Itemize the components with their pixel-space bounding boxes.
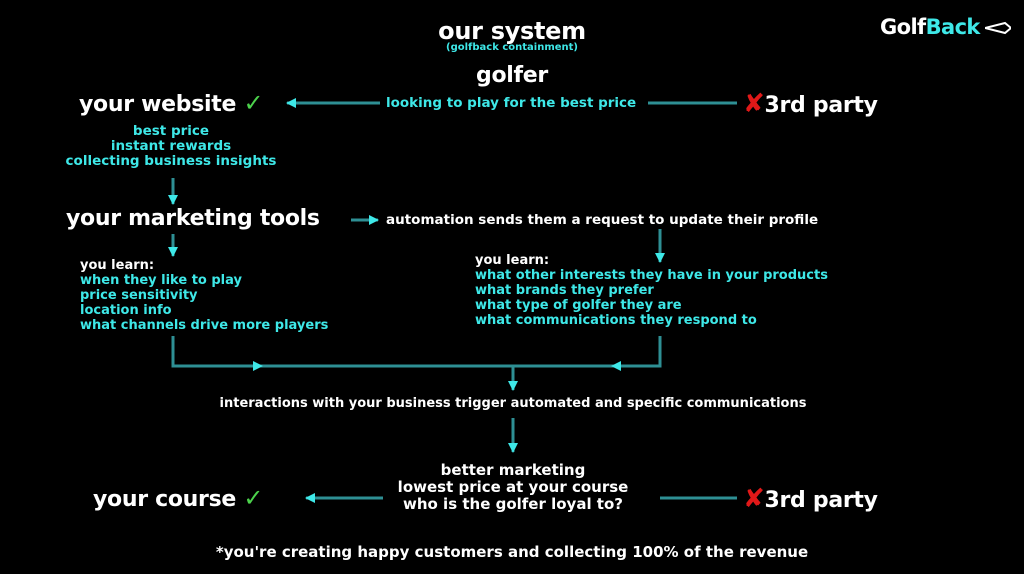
outcome-item: better marketing xyxy=(440,461,586,479)
checkmark-icon: ✓ xyxy=(243,484,264,512)
learn-right-item: what communications they respond to xyxy=(475,313,757,328)
page-subtitle: (golfback containment) xyxy=(445,42,579,53)
row1-arrow-label: looking to play for the best price xyxy=(386,95,637,111)
your-course-label: your course xyxy=(93,487,237,512)
logo-part1: Golf xyxy=(880,15,926,39)
page-title: our system xyxy=(438,17,586,45)
logo-part2: Back xyxy=(925,15,981,39)
golfback-logo: GolfBack xyxy=(880,15,1013,39)
automation-text: automation sends them a request to updat… xyxy=(386,212,819,228)
interactions-text: interactions with your business trigger … xyxy=(219,396,807,411)
learn-left-item: price sensitivity xyxy=(80,288,198,303)
x-mark-icon: ✘ xyxy=(743,484,765,514)
learn-right-item: what other interests they have in your p… xyxy=(475,268,828,283)
your-course-node: your course ✓ xyxy=(93,484,263,512)
learn-left-heading: you learn: xyxy=(80,258,155,273)
learn-left-item: location info xyxy=(80,303,172,318)
golfer-node: golfer xyxy=(476,63,548,88)
learn-right-heading: you learn: xyxy=(475,253,550,268)
outcome-block: better marketing lowest price at your co… xyxy=(398,462,629,513)
outcome-item: who is the golfer loyal to? xyxy=(402,495,623,513)
x-mark-icon: ✘ xyxy=(743,89,765,119)
learn-left-item: when they like to play xyxy=(80,273,242,288)
third-party-bottom-label: 3rd party xyxy=(764,488,878,513)
learn-right-list: you learn: what other interests they hav… xyxy=(475,253,828,328)
benefit-item: instant rewards xyxy=(110,138,232,154)
learn-right-item: what type of golfer they are xyxy=(475,298,682,313)
learn-right-item: what brands they prefer xyxy=(475,283,654,298)
third-party-top-label: 3rd party xyxy=(764,93,878,118)
left-merge-path xyxy=(171,336,513,368)
website-benefits: best price instant rewards collecting bu… xyxy=(66,124,277,169)
benefit-item: best price xyxy=(132,123,210,139)
checkmark-icon: ✓ xyxy=(243,89,264,117)
marketing-tools-node: your marketing tools xyxy=(66,206,320,231)
footer-note: *you're creating happy customers and col… xyxy=(215,543,809,561)
learn-left-list: you learn: when they like to play price … xyxy=(80,258,328,333)
your-website-label: your website xyxy=(79,92,237,117)
your-website-node: your website ✓ xyxy=(79,89,264,117)
third-party-bottom: ✘3rd party xyxy=(743,484,878,514)
right-merge-path xyxy=(513,336,662,368)
learn-left-item: what channels drive more players xyxy=(80,318,329,333)
flag-arrow-icon xyxy=(984,21,1013,35)
benefit-item: collecting business insights xyxy=(65,153,277,169)
third-party-top: ✘3rd party xyxy=(743,89,878,119)
outcome-item: lowest price at your course xyxy=(397,478,629,496)
